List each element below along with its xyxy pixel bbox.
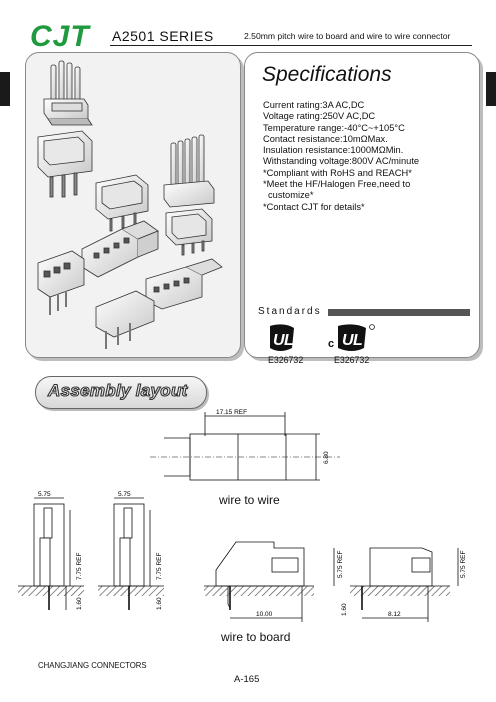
- ul-mark-icon: U L: [270, 324, 294, 351]
- spec-item: *Compliant with RoHS and REACH*: [263, 167, 412, 178]
- spec-item: Voltage rating:250V AC,DC: [263, 111, 376, 122]
- dim-width-a: 5.75: [38, 491, 51, 498]
- dim-ref-b: 7.75 REF: [156, 553, 163, 580]
- dim-pin-b: 1.60: [156, 597, 163, 610]
- wire-to-wire-label: wire to wire: [219, 493, 280, 507]
- ul-certificate-number: E326732: [268, 355, 304, 365]
- board-view-4: [350, 547, 459, 622]
- board-view-2: [98, 497, 164, 610]
- spec-item: Contact resistance:10mΩMax.: [263, 133, 388, 144]
- svg-text:U: U: [342, 332, 354, 349]
- board-view-1: [18, 497, 84, 610]
- assembly-layout-title: Assembly layout: [47, 380, 188, 400]
- wafer-header-1: [95, 174, 149, 232]
- dim-pin-c: 1.60: [341, 603, 348, 616]
- svg-text:L: L: [353, 332, 363, 349]
- page-number: A-165: [234, 674, 260, 685]
- housing-with-wires-2: [163, 134, 215, 208]
- spec-item: Insulation resistance:1000MΩMin.: [263, 145, 404, 156]
- dim-ref-c: 5.75 REF: [337, 551, 344, 578]
- standards-label: Standards: [258, 306, 322, 317]
- spec-item: Withstanding voltage:800V AC/minute: [263, 156, 420, 167]
- wire-to-board-label: wire to board: [221, 630, 291, 644]
- specifications-list: Current rating:3A AC,DC Voltage rating:2…: [263, 100, 475, 213]
- left-edge-tab: [0, 72, 10, 106]
- assembly-layout-header: Assembly layout: [35, 376, 207, 409]
- cjt-logo: CJT: [30, 20, 90, 53]
- dim-ref-a: 7.75 REF: [76, 553, 83, 580]
- right-angle-header-1: [37, 250, 85, 315]
- svg-text:c: c: [328, 338, 334, 350]
- dim-ref-length: 17.15 REF: [216, 409, 247, 416]
- svg-text:U: U: [273, 332, 285, 349]
- dim-width-b: 5.75: [118, 491, 131, 498]
- right-angle-header-2: [95, 290, 155, 349]
- series-description: 2.50mm pitch wire to board and wire to w…: [244, 31, 451, 41]
- cul-mark-icon: c U L: [328, 324, 375, 351]
- housing-with-wires-1: [43, 60, 93, 126]
- dim-ref-d: 5.75 REF: [460, 551, 467, 578]
- dim-height: 6.80: [323, 451, 330, 464]
- certification-marks: U L c U L: [270, 324, 375, 351]
- spec-item: *Contact CJT for details*: [263, 201, 365, 212]
- header-rule: [110, 45, 472, 46]
- housing-with-wires-4: [145, 258, 223, 310]
- spec-item: customize*: [268, 190, 314, 201]
- footer-company: CHANGJIANG CONNECTORS: [38, 661, 147, 670]
- spec-item: Current rating:3A AC,DC: [263, 100, 365, 110]
- right-edge-tab: [486, 72, 496, 106]
- standards-bar: [328, 309, 470, 316]
- wafer-header-2: [165, 208, 213, 256]
- specifications-panel: [244, 52, 480, 358]
- spec-item: Temperature range:-40°C~+105°C: [263, 122, 405, 133]
- housing-with-wires-3: [81, 220, 159, 278]
- dim-span-b: 8.12: [388, 611, 401, 618]
- dim-span-a: 10.00: [256, 611, 273, 618]
- cul-certificate-number: E326732: [334, 355, 370, 365]
- spec-item: *Meet the HF/Halogen Free,need to: [263, 179, 411, 190]
- series-title: A2501 SERIES: [112, 28, 214, 44]
- dim-pin-a: 1.60: [76, 597, 83, 610]
- svg-text:L: L: [284, 332, 294, 349]
- board-view-3: [204, 541, 335, 622]
- wire-to-wire-drawing: 17.15 REF 6.80: [150, 409, 340, 481]
- header-box-1: [37, 130, 93, 198]
- connector-illustrations: [37, 60, 223, 349]
- product-photo-panel: [25, 52, 241, 358]
- wire-to-board-drawings: 5.75 7.75 REF 1.60 5.75 7.75 REF 1.60 10…: [18, 491, 467, 622]
- specifications-title: Specifications: [262, 63, 392, 86]
